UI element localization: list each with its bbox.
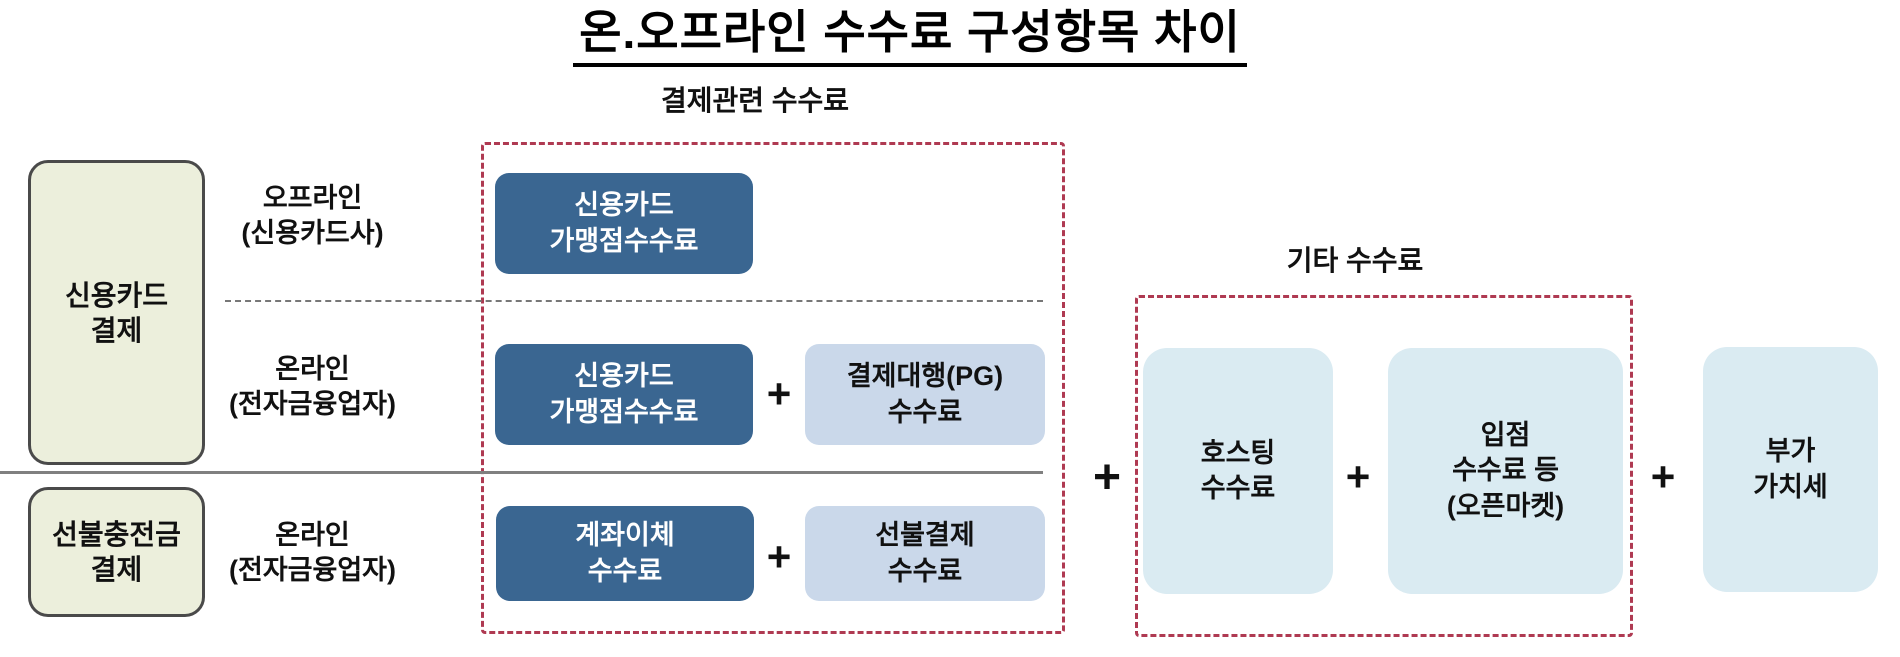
row-label-online-efinance-1: 온라인 (전자금융업자) <box>228 354 397 419</box>
category-box-credit-card-payment: 신용카드 결제 <box>28 160 205 465</box>
row-label-online-efinance-2: 온라인 (전자금융업자) <box>228 520 397 585</box>
fee-box-vat: 부가 가치세 <box>1703 347 1878 592</box>
plus-sign-before-vat: + <box>1650 453 1676 500</box>
page-title: 온.오프라인 수수료 구성항목 차이 <box>573 6 1247 67</box>
fee-box-account-transfer-fee: 계좌이체 수수료 <box>496 506 754 601</box>
fee-box-pg-fee: 결제대행(PG) 수수료 <box>805 344 1045 445</box>
title-container: 온.오프라인 수수료 구성항목 차이 <box>320 6 1500 67</box>
divider-solid-credit-prepaid <box>0 471 1043 474</box>
plus-sign-between-groups: + <box>1092 451 1122 504</box>
category-box-prepaid-payment: 선불충전금 결제 <box>28 487 205 617</box>
divider-dashed-offline-online <box>225 300 1043 302</box>
plus-sign-row3: + <box>766 533 792 580</box>
payment-fees-group-outline <box>481 142 1065 634</box>
plus-sign-other-group: + <box>1345 453 1371 500</box>
row-label-offline-card-company: 오프라인 (신용카드사) <box>241 183 384 248</box>
fee-box-card-merchant-online: 신용카드 가맹점수수료 <box>495 344 753 445</box>
payment-fees-group-label: 결제관련 수수료 <box>660 85 850 116</box>
fee-box-store-commission-fee: 입점 수수료 등 (오픈마켓) <box>1388 348 1623 594</box>
other-fees-group-label: 기타 수수료 <box>1286 245 1424 276</box>
fee-box-hosting-fee: 호스팅 수수료 <box>1143 348 1333 594</box>
fee-box-prepaid-payment-fee: 선불결제 수수료 <box>805 506 1045 601</box>
other-fees-group-outline <box>1135 295 1633 637</box>
fee-box-card-merchant-offline: 신용카드 가맹점수수료 <box>495 173 753 274</box>
plus-sign-row2: + <box>766 370 792 417</box>
